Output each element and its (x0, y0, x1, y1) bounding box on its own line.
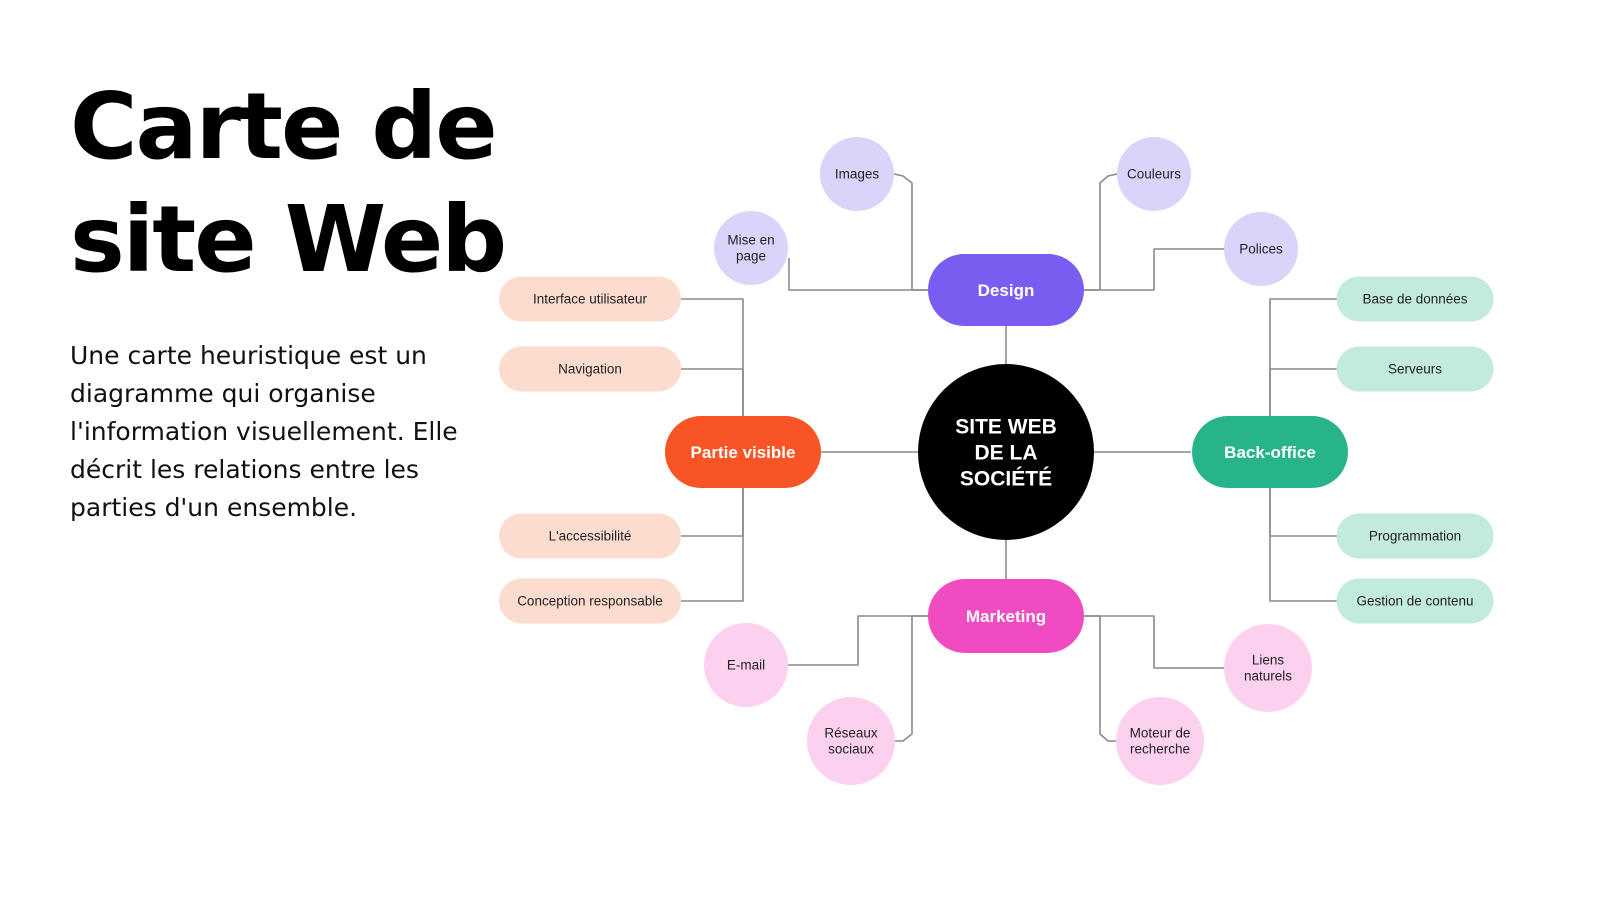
center-node-shape (918, 364, 1094, 540)
description: Une carte heuristique est un diagramme q… (70, 341, 458, 522)
leaf-l-accessibilite-shape (499, 513, 681, 559)
branch-marketing-shape (928, 579, 1084, 653)
leaf-programmation: Programmation (1336, 513, 1494, 559)
connector-backoffice-2 (1269, 488, 1337, 537)
leaf-gestion-de-contenu-label: Gestion de contenu (1356, 594, 1473, 609)
leaf-navigation-shape (499, 346, 681, 392)
leaf-images-label: Images (835, 167, 880, 182)
branch-back-office-label: Back-office (1224, 443, 1316, 462)
leaf-polices-label: Polices (1239, 242, 1283, 257)
title-line-1: Carte de (70, 73, 498, 180)
leaf-interface-utilisateur-label: Interface utilisateur (533, 292, 648, 307)
connector-marketing-moteur (1084, 615, 1117, 742)
leaf-moteur-de-recherche-shape (1116, 697, 1204, 785)
leaf-base-de-donnees: Base de données (1336, 276, 1494, 322)
connector-visible-1 (681, 368, 744, 417)
leaf-couleurs-shape (1117, 137, 1191, 211)
leaf-l-accessibilite: L'accessibilité (499, 513, 681, 559)
branch-marketing: Marketing (928, 579, 1084, 653)
leaf-conception-responsable: Conception responsable (499, 578, 681, 624)
connector-visible-0 (681, 298, 744, 417)
connectors (681, 173, 1337, 742)
leaf-e-mail: E-mail (704, 623, 788, 707)
leaf-base-de-donnees-shape (1336, 276, 1494, 322)
leaf-images: Images (820, 137, 894, 211)
branch-partie-visible-label: Partie visible (691, 443, 796, 462)
leaf-interface-utilisateur: Interface utilisateur (499, 276, 681, 322)
leaf-mise-en-page-shape (714, 211, 788, 285)
branch-back-office-shape (1192, 416, 1348, 488)
branch-design-label: Design (978, 281, 1035, 300)
leaf-programmation-shape (1336, 513, 1494, 559)
connector-design-mise-en-page (788, 258, 928, 291)
connector-design-images (893, 173, 928, 291)
leaf-conception-responsable-shape (499, 578, 681, 624)
leaf-images-shape (820, 137, 894, 211)
leaf-e-mail-label: E-mail (727, 658, 765, 673)
branch-back-office: Back-office (1192, 416, 1348, 488)
leaf-polices-shape (1224, 212, 1298, 286)
connector-backoffice-0 (1269, 298, 1337, 417)
leaf-l-accessibilite-label: L'accessibilité (549, 529, 632, 544)
title-line-2: site Web (70, 186, 507, 293)
leaf-programmation-label: Programmation (1369, 529, 1461, 544)
leaf-gestion-de-contenu-shape (1336, 578, 1494, 624)
connector-marketing-liens (1084, 615, 1224, 669)
leaf-interface-utilisateur-shape (499, 276, 681, 322)
leaf-gestion-de-contenu: Gestion de contenu (1336, 578, 1494, 624)
leaf-base-de-donnees-label: Base de données (1362, 292, 1467, 307)
leaf-polices: Polices (1224, 212, 1298, 286)
leaf-conception-responsable-label: Conception responsable (517, 594, 663, 609)
leaf-couleurs: Couleurs (1117, 137, 1191, 211)
connector-visible-2 (681, 488, 744, 537)
leaf-serveurs: Serveurs (1336, 346, 1494, 392)
branch-partie-visible-shape (665, 416, 821, 488)
connector-marketing-email (788, 615, 928, 666)
leaf-reseaux-sociaux-shape (807, 697, 895, 785)
leaf-navigation: Navigation (499, 346, 681, 392)
leaf-couleurs-label: Couleurs (1127, 167, 1181, 182)
leaf-liens-naturels-shape (1224, 624, 1312, 712)
connector-backoffice-1 (1269, 368, 1337, 417)
connector-visible-3 (681, 488, 744, 602)
connector-backoffice-3 (1269, 488, 1337, 602)
leaf-serveurs-label: Serveurs (1388, 362, 1442, 377)
connector-marketing-reseaux (894, 615, 928, 742)
leaf-e-mail-shape (704, 623, 788, 707)
branch-design-shape (928, 254, 1084, 326)
branch-design: Design (928, 254, 1084, 326)
leaf-navigation-label: Navigation (558, 362, 622, 377)
leaf-serveurs-shape (1336, 346, 1494, 392)
connector-design-polices (1084, 248, 1224, 291)
branch-marketing-label: Marketing (966, 607, 1046, 626)
page-title: Carte de site Web (70, 70, 507, 296)
connector-design-couleurs (1084, 173, 1118, 291)
branch-partie-visible: Partie visible (665, 416, 821, 488)
